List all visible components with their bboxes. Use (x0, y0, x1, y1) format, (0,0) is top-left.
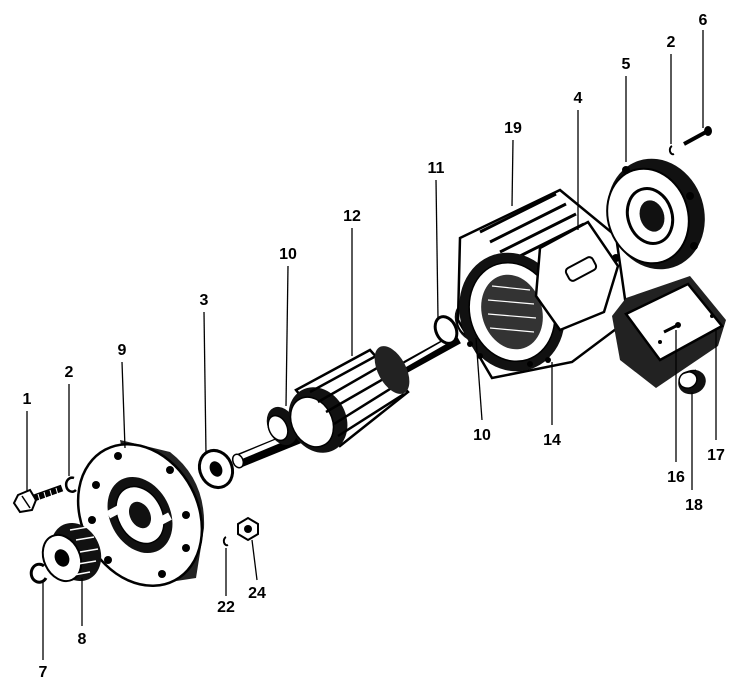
callout-16: 16 (667, 469, 685, 486)
clip-part-22 (222, 536, 229, 547)
callout-4: 4 (574, 90, 583, 107)
stator-housing-part-19 (456, 188, 630, 380)
callout-11: 11 (428, 160, 445, 177)
pinion-gear-part-8 (41, 522, 102, 583)
callout-3: 3 (200, 292, 209, 309)
retaining-ring-part-7 (29, 562, 48, 584)
callout-2-left: 2 (65, 364, 74, 381)
cable-gland-part-18 (678, 369, 706, 395)
callout-2-right: 2 (667, 34, 676, 51)
callout-8: 8 (78, 631, 87, 648)
callout-24: 24 (248, 585, 266, 602)
end-cover-part-5 (606, 158, 705, 270)
callout-22: 22 (217, 599, 235, 616)
callout-5: 5 (622, 56, 631, 73)
washer-part-3 (197, 449, 235, 489)
spring-washer-part-2-left (64, 476, 77, 493)
spring-washer-part-2-right (668, 145, 675, 156)
callout-1: 1 (23, 391, 32, 408)
screw-part-6 (683, 126, 712, 146)
terminal-box-part-17 (612, 276, 726, 388)
callout-12: 12 (343, 208, 361, 225)
flange-end-shield-part-9 (76, 440, 205, 588)
callout-17: 17 (707, 447, 725, 464)
screw-part-16 (663, 322, 681, 334)
bolt-part-1 (12, 484, 64, 514)
callout-labels: 1 2 3 9 10 12 11 19 4 5 2 6 10 14 16 17 … (23, 12, 725, 681)
callout-10-left: 10 (279, 246, 297, 263)
washer-part-11 (433, 315, 459, 345)
rotor-part-12 (288, 346, 410, 453)
callout-19: 19 (504, 120, 522, 137)
callout-14: 14 (543, 432, 561, 449)
callout-7: 7 (39, 664, 48, 681)
callout-10-right: 10 (473, 427, 491, 444)
hex-nut-part-24 (237, 516, 259, 542)
leader-lines (26, 30, 717, 660)
callout-9: 9 (118, 342, 127, 359)
callout-18: 18 (685, 497, 703, 514)
callout-6: 6 (699, 12, 708, 29)
